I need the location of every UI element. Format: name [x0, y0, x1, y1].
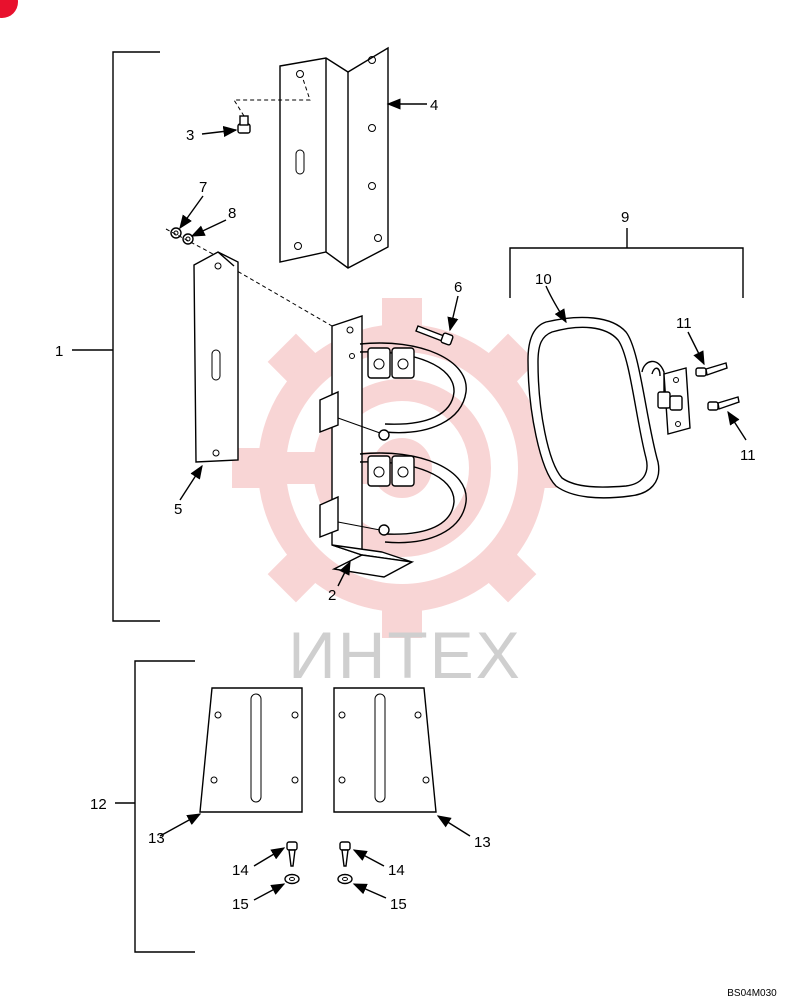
- callout-9: 9: [621, 209, 629, 226]
- part-15-washer-left: [284, 873, 300, 885]
- part-6-screw: [415, 325, 454, 346]
- callout-13-right: 13: [474, 834, 491, 851]
- part-4-angle-bracket: [279, 46, 389, 269]
- callout-14-left: 14: [232, 862, 249, 879]
- callout-12: 12: [90, 796, 107, 813]
- part-11-screw-upper: [695, 362, 728, 377]
- part-2-extinguisher-bracket: [319, 315, 467, 578]
- callout-10: 10: [535, 271, 552, 288]
- callout-15-right: 15: [390, 896, 407, 913]
- part-3-bolt: [233, 75, 311, 134]
- callout-13-left: 13: [148, 830, 165, 847]
- callout-7: 7: [199, 179, 207, 196]
- part-15-washer-right: [337, 873, 353, 885]
- bracket-assembly-9: [509, 228, 744, 298]
- callout-3: 3: [186, 127, 194, 144]
- reference-code: BS04M030: [727, 988, 777, 999]
- bracket-assembly-12: [115, 660, 195, 953]
- bracket-assembly-1: [72, 51, 160, 622]
- callout-2: 2: [328, 587, 336, 604]
- part-5-channel-plate: [193, 251, 239, 463]
- part-13-plate-left: [199, 687, 303, 813]
- callout-5: 5: [174, 501, 182, 518]
- part-8-washer: [182, 233, 194, 245]
- part-14-screw-left: [286, 841, 298, 867]
- callout-11-lower: 11: [740, 447, 756, 464]
- watermark-text: ИНТЕХ: [288, 618, 521, 692]
- callout-14-right: 14: [388, 862, 405, 879]
- part-10-mirror: [527, 316, 691, 499]
- callout-11-upper: 11: [676, 315, 692, 332]
- corner-badge: [0, 0, 18, 18]
- part-13-plate-right: [333, 687, 437, 813]
- callout-15-left: 15: [232, 896, 249, 913]
- part-11-screw-lower: [707, 396, 740, 411]
- callout-4: 4: [430, 97, 438, 114]
- part-14-screw-right: [339, 841, 351, 867]
- callout-8: 8: [228, 205, 236, 222]
- callout-6: 6: [454, 279, 462, 296]
- callout-1: 1: [55, 343, 63, 360]
